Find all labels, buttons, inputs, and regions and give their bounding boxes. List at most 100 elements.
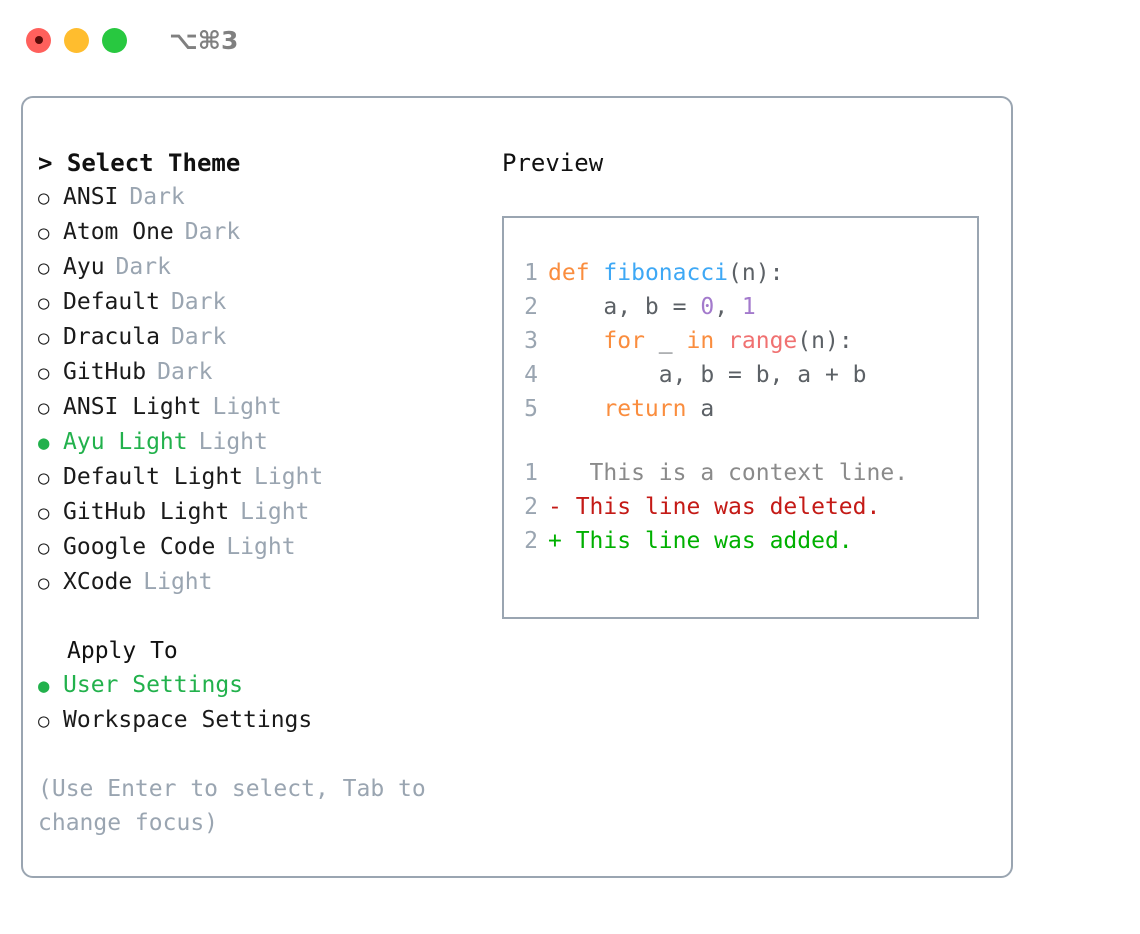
- diff-marker: [548, 456, 562, 490]
- theme-option-variant: Light: [240, 499, 310, 525]
- radio-unselected-icon: ○: [38, 222, 50, 244]
- minimize-button[interactable]: [64, 27, 89, 53]
- code-line: 1 def fibonacci(n):: [504, 256, 977, 290]
- theme-option-default-light[interactable]: ○ Default Light Light: [38, 460, 478, 495]
- code-token-pln: [714, 328, 728, 354]
- code-token-kw: in: [686, 328, 715, 354]
- code-token-pln: ,: [714, 294, 742, 320]
- theme-option-label: Ayu Light: [63, 429, 188, 455]
- code-content: for _ in range(n):: [548, 324, 852, 358]
- recording-indicator-icon: [34, 36, 43, 44]
- code-token-num: 1: [741, 294, 756, 320]
- keyboard-shortcut-label: ⌥⌘3: [169, 25, 239, 55]
- radio-unselected-icon: ○: [38, 397, 50, 419]
- diff-text: This line was deleted.: [561, 494, 881, 520]
- apply-to-option-label: Workspace Settings: [63, 707, 313, 733]
- theme-option-label: ANSI Light: [63, 394, 202, 420]
- apply-to-option-list: ●User Settings○Workspace Settings: [38, 668, 478, 738]
- page-title: > Select Theme: [38, 149, 241, 177]
- code-token-kw: for: [603, 328, 645, 354]
- preview-title: Preview: [502, 149, 604, 177]
- line-number: 2: [524, 294, 538, 320]
- theme-option-variant: Dark: [157, 359, 213, 385]
- theme-option-variant: Light: [254, 464, 324, 490]
- theme-option-label: Atom One: [63, 219, 174, 245]
- code-content: a, b = b, a + b: [548, 358, 867, 392]
- theme-option-variant: Light: [198, 429, 268, 455]
- maximize-button[interactable]: [102, 27, 127, 53]
- theme-option-variant: Dark: [170, 289, 227, 315]
- theme-option-ansi-light[interactable]: ○ ANSI Light Light: [38, 390, 478, 425]
- title-bar: ⌥⌘3: [0, 0, 1140, 80]
- line-number: 2: [524, 528, 538, 554]
- code-token-fn: fibonacci: [603, 260, 729, 286]
- theme-option-ayu-light[interactable]: ● Ayu Light Light: [38, 425, 478, 460]
- code-content: return a: [548, 392, 714, 426]
- close-button[interactable]: [26, 27, 51, 53]
- theme-option-google-code[interactable]: ○ Google Code Light: [38, 530, 478, 565]
- theme-option-xcode[interactable]: ○ XCode Light: [38, 565, 478, 600]
- code-token-kw: return: [603, 396, 687, 422]
- theme-option-variant: Dark: [184, 219, 241, 245]
- theme-option-label: GitHub: [63, 359, 147, 385]
- code-token-num: 0: [700, 294, 715, 320]
- code-content: a, b = 0, 1: [548, 290, 756, 324]
- theme-option-atom-one[interactable]: ○ Atom One Dark: [38, 215, 478, 250]
- keyboard-hint-text: (Use Enter to select, Tab to change focu…: [38, 776, 426, 836]
- line-number: 2: [524, 494, 538, 520]
- diff-sample: 1 This is a context line.2- This line wa…: [504, 456, 977, 558]
- apply-to-title: Apply To: [67, 638, 178, 664]
- window-controls: [26, 27, 127, 53]
- diff-text: This line was added.: [561, 528, 853, 554]
- theme-option-variant: Light: [226, 534, 296, 560]
- theme-option-label: XCode: [63, 569, 133, 595]
- line-number: 1: [524, 260, 538, 286]
- apply-to-section: Apply To ●User Settings○Workspace Settin…: [38, 634, 478, 738]
- line-number: 5: [524, 396, 538, 422]
- theme-option-variant: Dark: [129, 184, 185, 210]
- theme-option-label: Default Light: [63, 464, 244, 490]
- theme-option-label: ANSI: [63, 184, 119, 210]
- radio-unselected-icon: ○: [38, 572, 50, 594]
- theme-option-label: Dracula: [63, 324, 160, 350]
- code-token-call: range: [728, 328, 798, 354]
- code-token-kw: def: [548, 260, 590, 286]
- radio-unselected-icon: ○: [38, 467, 50, 489]
- diff-line-add: 2 + This line was added.: [504, 524, 977, 558]
- theme-option-variant: Light: [212, 394, 282, 420]
- code-content: def fibonacci(n):: [548, 256, 783, 290]
- code-line: 5 return a: [504, 392, 977, 426]
- code-line: 3 for _ in range(n):: [504, 324, 977, 358]
- diff-marker: +: [548, 528, 562, 554]
- radio-selected-icon: ●: [38, 432, 50, 454]
- line-number: 3: [524, 328, 538, 354]
- line-number: 4: [524, 362, 538, 388]
- radio-unselected-icon: ○: [38, 327, 50, 349]
- diff-line-del: 2- This line was deleted.: [504, 490, 977, 524]
- radio-unselected-icon: ○: [38, 502, 50, 524]
- theme-option-variant: Light: [143, 569, 213, 595]
- diff-line-ctx: 1 This is a context line.: [504, 456, 977, 490]
- apply-to-option-user-settings[interactable]: ●User Settings: [38, 668, 478, 703]
- apply-to-option-workspace-settings[interactable]: ○Workspace Settings: [38, 703, 478, 738]
- code-token-pln: (n):: [728, 260, 784, 286]
- radio-unselected-icon: ○: [38, 537, 50, 559]
- radio-selected-icon: ●: [38, 675, 50, 697]
- code-token-pln: [548, 328, 603, 354]
- radio-unselected-icon: ○: [38, 257, 50, 279]
- preview-spacer: [504, 426, 977, 456]
- theme-option-label: Google Code: [63, 534, 216, 560]
- code-token-pln: a, b =: [548, 294, 701, 320]
- radio-unselected-icon: ○: [38, 292, 50, 314]
